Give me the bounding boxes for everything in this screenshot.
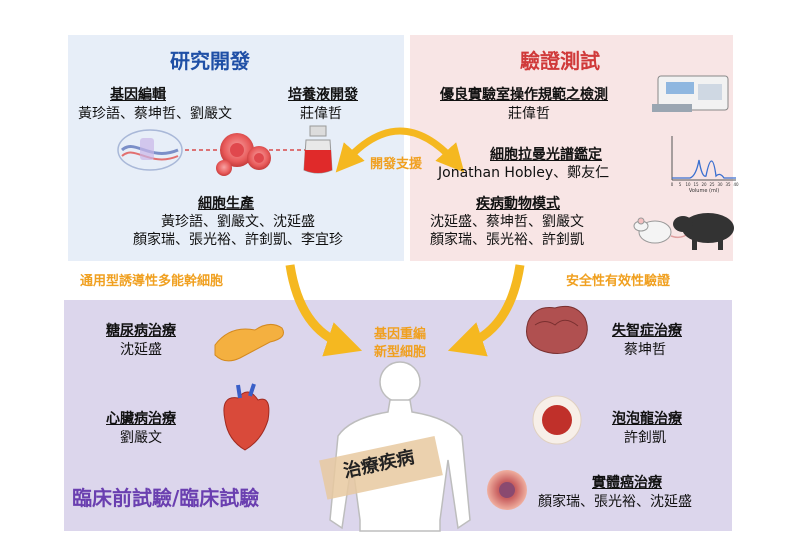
safety-label: 安全性有效性驗證 — [566, 274, 671, 289]
echinococcus-names: 許釗凱 — [624, 430, 666, 446]
dementia-heading: 失智症治療 — [612, 323, 682, 339]
spectrum-tick-label: 35 — [725, 182, 731, 187]
stem-cells-icon — [216, 133, 271, 176]
lab-instrument-icon — [652, 75, 729, 112]
treat-disease-tag — [319, 435, 443, 500]
center-label-2: 新型細胞 — [373, 345, 426, 360]
animal-model-heading: 疾病動物模式 — [476, 196, 560, 212]
brain-icon — [526, 305, 588, 354]
glp-names: 莊偉哲 — [508, 106, 550, 122]
support-bidirectional-arrow — [335, 127, 465, 173]
cell-production-heading: 細胞生產 — [198, 196, 254, 212]
spectrum-tick-label: 40 — [733, 182, 739, 187]
raman-names: Jonathan Hobley、鄭友仁 — [438, 165, 610, 181]
raman-spectrum-chart-icon — [671, 136, 736, 181]
tumor-icon — [487, 470, 527, 510]
heart-icon — [223, 383, 270, 451]
diabetes-heading: 糖尿病治療 — [106, 323, 176, 339]
ipsc-label: 通用型誘導性多能幹細胞 — [80, 274, 224, 289]
pancreas-icon — [214, 324, 284, 362]
diabetes-names: 沈延盛 — [120, 342, 162, 358]
solid-tumor-names: 顏家瑞、張光裕、沈延盛 — [538, 494, 692, 510]
validation-title: 驗證測試 — [520, 49, 600, 73]
animal-model-names-2: 顏家瑞、張光裕、許釗凱 — [430, 232, 584, 248]
medium-heading: 培養液開發 — [288, 87, 358, 103]
lesion-icon — [532, 395, 582, 445]
spectrum-tick-label: 15 — [693, 182, 699, 187]
animal-model-names-1: 沈延盛、蔡坤哲、劉嚴文 — [430, 214, 584, 230]
gene-edit-icon — [117, 129, 183, 171]
support-label: 開發支援 — [370, 157, 423, 172]
heart-names: 劉嚴文 — [120, 430, 162, 446]
spectrum-tick-label: 5 — [679, 182, 682, 187]
cell-production-names-1: 黃珍語、劉嚴文、沈延盛 — [161, 214, 315, 230]
gene-edit-names: 黃珍語、蔡坤哲、劉嚴文 — [78, 106, 232, 122]
validation-arrow — [447, 264, 525, 357]
dementia-names: 蔡坤哲 — [624, 342, 666, 358]
spectrum-tick-label: 25 — [709, 182, 715, 187]
medium-names: 莊偉哲 — [300, 106, 342, 122]
pig-icon — [673, 213, 734, 250]
clinical-title: 臨床前試驗/臨床試驗 — [72, 486, 260, 510]
gene-edit-heading: 基因編輯 — [110, 87, 166, 103]
center-label-1: 基因重編 — [373, 327, 426, 342]
spectrum-tick-label: 10 — [685, 182, 691, 187]
ipsc-arrow — [285, 264, 363, 357]
echinococcus-heading: 泡泡龍治療 — [612, 411, 682, 427]
rd-title: 研究開發 — [170, 49, 250, 73]
raman-heading: 細胞拉曼光譜鑑定 — [490, 147, 602, 163]
spectrum-xlabel: Volume (ml) — [689, 188, 719, 194]
heart-heading: 心臟病治療 — [106, 411, 176, 427]
cell-production-names-2: 顏家瑞、張光裕、許釗凱、李宜珍 — [133, 232, 343, 248]
glp-heading: 優良實驗室操作規範之檢測 — [440, 87, 608, 103]
solid-tumor-heading: 實體癌治療 — [592, 475, 662, 491]
mouse-icon — [633, 217, 691, 244]
spectrum-tick-label: 20 — [701, 182, 707, 187]
culture-medium-bottle-icon — [303, 125, 333, 174]
spectrum-tick-label: 0 — [671, 182, 674, 187]
spectrum-tick-label: 30 — [717, 182, 723, 187]
